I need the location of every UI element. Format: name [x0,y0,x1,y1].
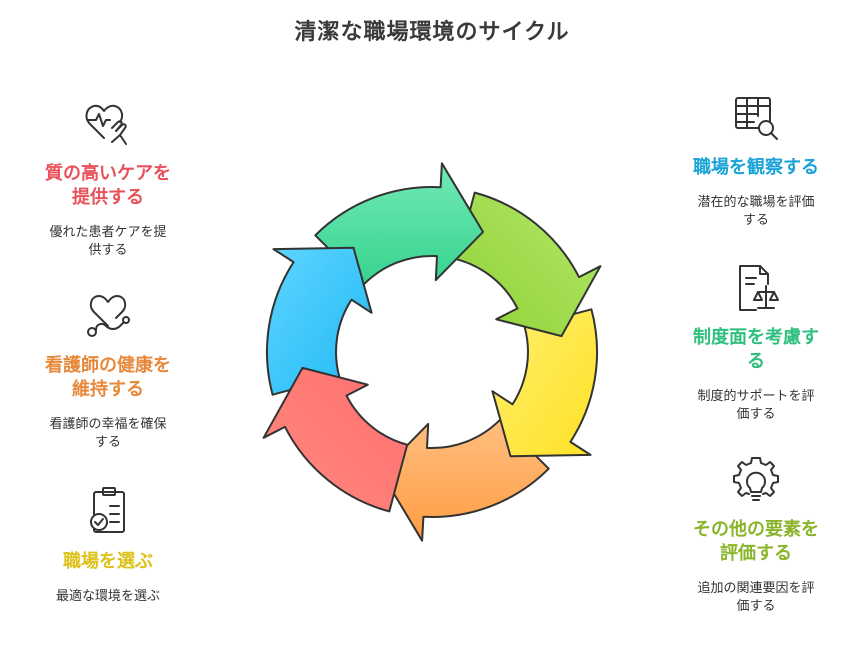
step-quality-care-title-1: 質の高いケアを [45,163,171,184]
gear-bulb-icon [676,454,836,510]
step-other-factors-title-1: その他の要素を [693,519,819,540]
step-nurse-health-title-2: 維持する [72,379,144,400]
step-other-factors-desc-1: 追加の関連要因を評 [697,581,815,596]
step-institutional-title-1: 制度面を考慮す [693,327,819,348]
stethoscope-heart-icon [28,290,188,346]
page-title: 清潔な職場環境のサイクル [294,20,570,45]
table-search-icon [676,92,836,148]
step-other-factors-title-2: 評価する [720,543,792,564]
arrow-choose [491,308,599,458]
step-observe-workplace-title: 職場を観察する [693,157,819,178]
step-quality-care-desc-2: 供する [88,243,128,258]
step-observe-workplace-desc-1: 潜在的な職場を評価 [697,195,815,210]
step-observe-workplace: 職場を観察する 潜在的な職場を評価 する [676,92,836,230]
arrow-nurse-health [380,418,550,542]
step-other-factors: その他の要素を 評価する 追加の関連要因を評 価する [676,454,836,616]
step-nurse-health-desc-1: 看護師の幸福を確保 [49,417,167,432]
arrow-observe [265,246,373,396]
step-quality-care-title-2: 提供する [72,187,144,208]
step-institutional: 制度面を考慮す る 制度的サポートを評 価する [676,262,836,424]
step-institutional-desc-2: 価する [736,407,776,422]
checklist-icon [28,486,188,542]
arrow-other-factors [455,191,602,338]
step-quality-care: 質の高いケアを 提供する 優れた患者ケアを提 供する [28,98,188,260]
step-nurse-health-title-1: 看護師の健康を [45,355,171,376]
step-nurse-health-desc-2: する [94,435,121,450]
step-other-factors-desc-2: 価する [736,599,776,614]
step-choose-workplace-desc: 最適な環境を選ぶ [55,589,160,604]
step-quality-care-desc-1: 優れた患者ケアを提 [49,225,167,240]
step-institutional-desc-1: 制度的サポートを評 [697,389,815,404]
step-observe-workplace-desc-2: する [742,213,769,228]
step-institutional-title-2: る [747,351,765,372]
arrow-institutional [314,162,484,286]
step-choose-workplace-title: 職場を選ぶ [63,551,153,572]
arrow-quality-care [262,366,409,513]
step-nurse-health: 看護師の健康を 維持する 看護師の幸福を確保 する [28,290,188,452]
heart-hand-icon [28,98,188,154]
document-scale-icon [676,262,836,318]
step-choose-workplace: 職場を選ぶ 最適な環境を選ぶ [28,486,188,606]
